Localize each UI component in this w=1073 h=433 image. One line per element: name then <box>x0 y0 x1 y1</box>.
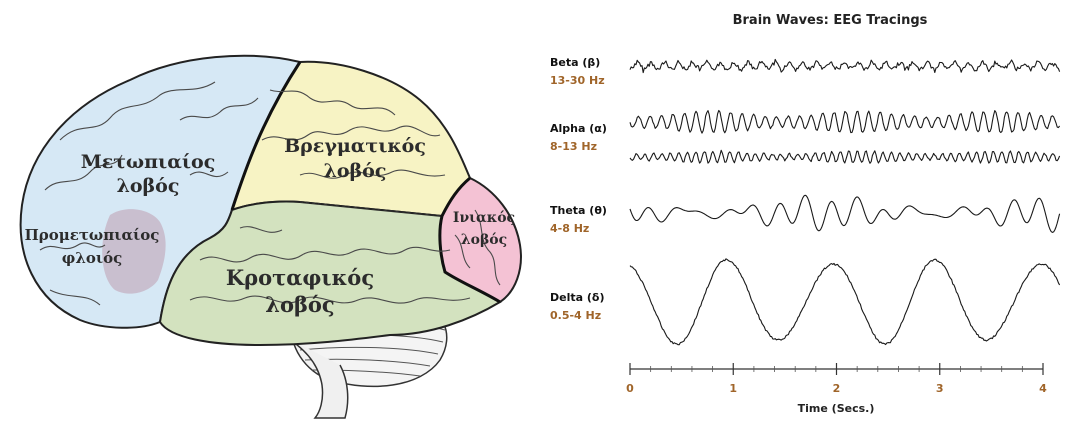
occipital-label-1: Ινιακός <box>453 210 515 226</box>
tick-label: 2 <box>833 382 841 395</box>
time-axis-ticks: 0 1 2 3 4 <box>626 363 1047 395</box>
tick-label: 3 <box>936 382 944 395</box>
brain-diagram: Μετωπιαίος λοβός Βρεγματικός λοβός Ινιακ… <box>0 0 530 428</box>
eeg-title: Brain Waves: EEG Tracings <box>733 13 928 28</box>
tick-label: 1 <box>729 382 737 395</box>
premotor-label-1: Προμετωπιαίος <box>25 226 160 244</box>
temporal-label-1: Κροταφικός <box>226 265 374 290</box>
parietal-label-1: Βρεγματικός <box>284 135 426 157</box>
brain-illustration: Μετωπιαίος λοβός Βρεγματικός λοβός Ινιακ… <box>0 0 530 428</box>
alpha-trace-1 <box>630 111 1060 134</box>
theta-trace <box>630 195 1060 232</box>
alpha-freq: 8-13 Hz <box>550 140 597 153</box>
alpha-trace-2 <box>630 150 1060 163</box>
premotor-label-2: φλοιός <box>62 249 123 267</box>
eeg-chart: Brain Waves: EEG Tracings Beta (β) 13-30… <box>530 0 1073 428</box>
delta-name: Delta (δ) <box>550 291 604 304</box>
beta-freq: 13-30 Hz <box>550 74 605 87</box>
tick-label: 4 <box>1039 382 1047 395</box>
delta-trace <box>630 259 1060 345</box>
frontal-label-2: λοβός <box>117 175 180 197</box>
occipital-label-2: λοβός <box>461 232 507 248</box>
theta-freq: 4-8 Hz <box>550 222 589 235</box>
eeg-panel: Brain Waves: EEG Tracings Beta (β) 13-30… <box>530 0 1073 428</box>
beta-name: Beta (β) <box>550 56 600 69</box>
theta-name: Theta (θ) <box>550 204 607 217</box>
time-axis-title: Time (Secs.) <box>798 402 875 415</box>
tick-label: 0 <box>626 382 634 395</box>
temporal-label-2: λοβός <box>265 292 334 317</box>
frontal-label-1: Μετωπιαίος <box>81 151 216 173</box>
beta-trace <box>630 59 1060 72</box>
delta-freq: 0.5-4 Hz <box>550 309 601 322</box>
parietal-label-2: λοβός <box>324 160 387 182</box>
alpha-name: Alpha (α) <box>550 122 607 135</box>
